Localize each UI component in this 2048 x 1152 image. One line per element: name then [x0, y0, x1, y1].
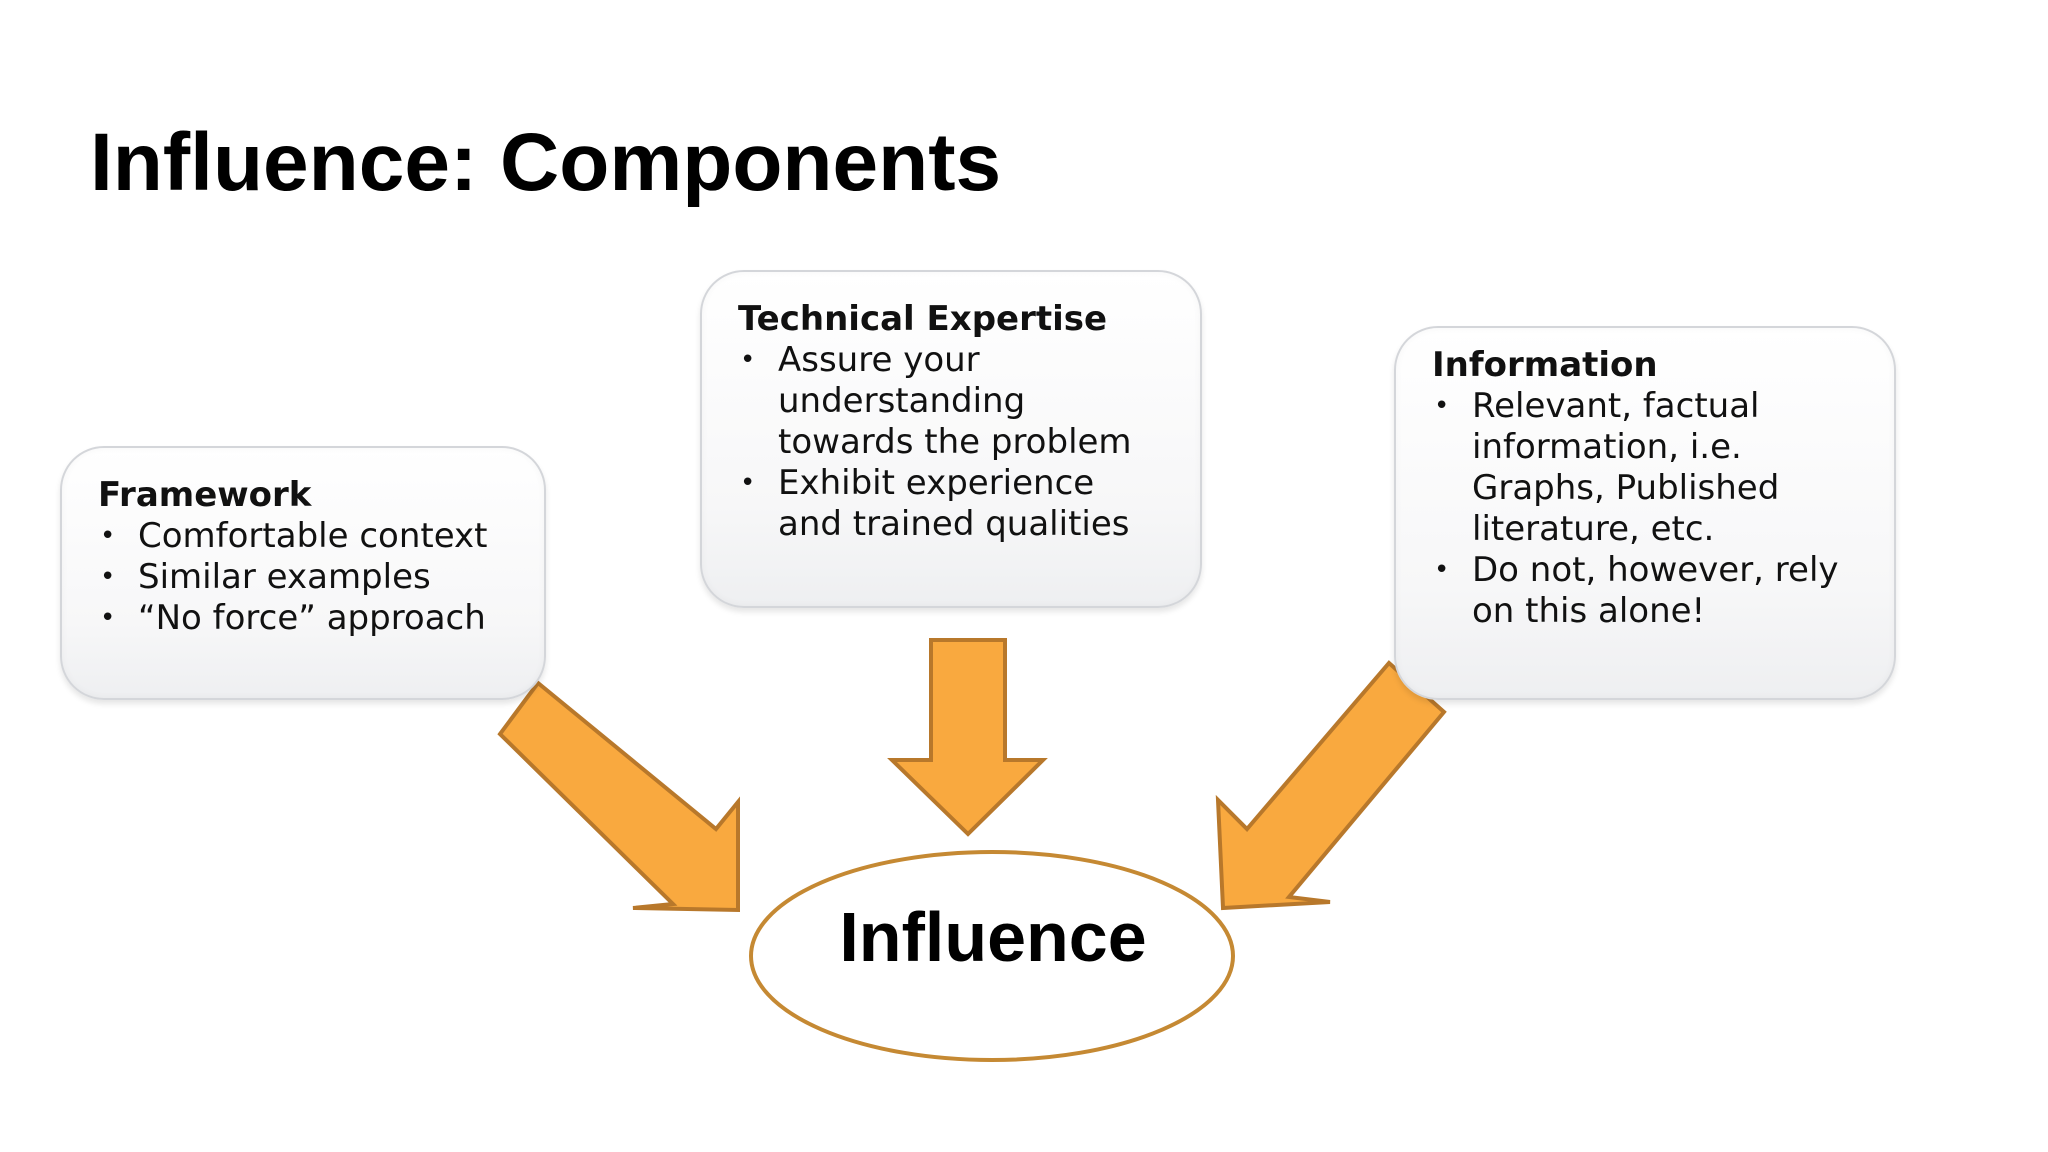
arrow-down — [887, 638, 1048, 837]
list-item: Assure your understanding towards the pr… — [738, 340, 1164, 463]
influence-label: Influence — [839, 898, 1147, 976]
list-item: Exhibit experience and trained qualities — [738, 463, 1164, 545]
influence-oval — [749, 850, 1235, 1062]
arrow-left-down-right — [497, 680, 740, 913]
technical-expertise-list: Assure your understanding towards the pr… — [738, 340, 1164, 545]
information-box: Information Relevant, factual informatio… — [1394, 326, 1896, 700]
list-item: “No force” approach — [98, 598, 508, 639]
technical-expertise-heading: Technical Expertise — [738, 299, 1108, 339]
framework-box: Framework Comfortable context Similar ex… — [60, 446, 546, 700]
framework-list: Comfortable context Similar examples “No… — [98, 516, 508, 639]
technical-expertise-box: Technical Expertise Assure your understa… — [700, 270, 1202, 608]
list-item: Comfortable context — [98, 516, 508, 557]
framework-heading: Framework — [98, 475, 312, 515]
list-item: Similar examples — [98, 557, 508, 598]
list-item: Do not, however, rely on this alone! — [1432, 550, 1858, 632]
slide-title: Influence: Components — [90, 117, 1002, 208]
information-list: Relevant, factual information, i.e. Grap… — [1432, 386, 1858, 632]
arrow-right-down-left — [1215, 660, 1447, 911]
list-item: Relevant, factual information, i.e. Grap… — [1432, 386, 1858, 550]
information-heading: Information — [1432, 345, 1658, 385]
